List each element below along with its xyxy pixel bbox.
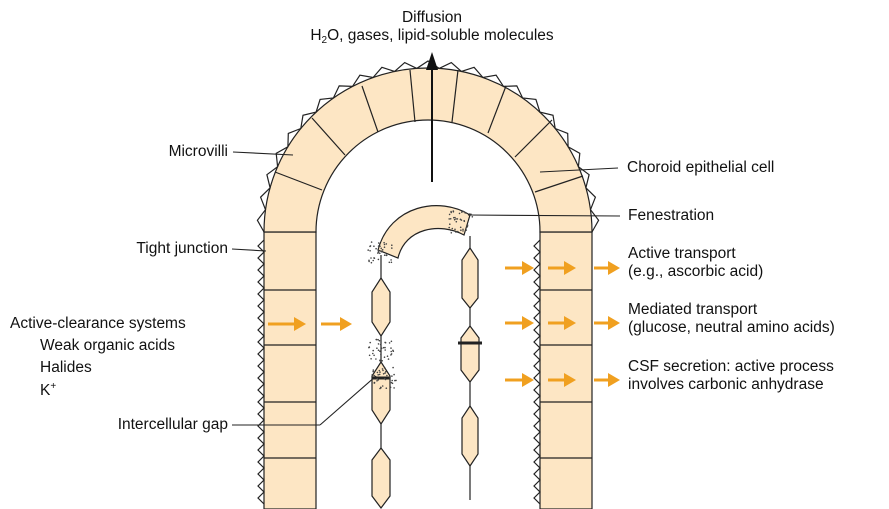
active-transport-label: Active transport (e.g., ascorbic acid) (628, 245, 763, 281)
capillary-segment-left-3 (372, 448, 390, 508)
mediated-transport-line2: (glucose, neutral amino acids) (628, 319, 835, 337)
active-clearance-label: Active-clearance systems (10, 315, 186, 333)
choroid-epithelium (257, 61, 598, 509)
capillary-segment-right-1 (462, 248, 478, 308)
diffusion-title: Diffusion (260, 9, 604, 27)
tight-junction-label: Tight junction (80, 240, 228, 258)
capillary-segment-left-2 (372, 362, 390, 424)
choroid-cell-label: Choroid epithelial cell (627, 159, 774, 177)
halides-label: Halides (40, 359, 92, 377)
intercellular-gap-label: Intercellular gap (60, 416, 228, 434)
mediated-transport-line1: Mediated transport (628, 301, 835, 319)
capillary (367, 206, 482, 508)
diffusion-subtitle: H2O, gases, lipid-soluble molecules (260, 27, 604, 45)
microvilli-label: Microvilli (100, 143, 228, 161)
microvilli-left (258, 240, 264, 504)
left-epithelial-band (264, 232, 316, 509)
active-transport-line1: Active transport (628, 245, 763, 263)
active-transport-line2: (e.g., ascorbic acid) (628, 263, 763, 281)
fenestration-leader (468, 215, 620, 216)
fenestration-label: Fenestration (628, 207, 714, 225)
potassium-label: K+ (40, 382, 56, 400)
microvilli-right (534, 240, 540, 504)
capillary-segment-left-1 (372, 278, 390, 336)
csf-secretion-line2: involves carbonic anhydrase (628, 376, 834, 394)
intercellular-gap-leader-diag (320, 376, 376, 425)
weak-organic-acids-label: Weak organic acids (40, 337, 175, 355)
csf-secretion-label: CSF secretion: active process involves c… (628, 358, 834, 394)
diffusion-label: Diffusion H2O, gases, lipid-soluble mole… (260, 9, 604, 45)
capillary-segment-right-2 (461, 326, 479, 382)
csf-secretion-line1: CSF secretion: active process (628, 358, 834, 376)
mediated-transport-label: Mediated transport (glucose, neutral ami… (628, 301, 835, 337)
capillary-segment-right-3 (462, 406, 478, 466)
